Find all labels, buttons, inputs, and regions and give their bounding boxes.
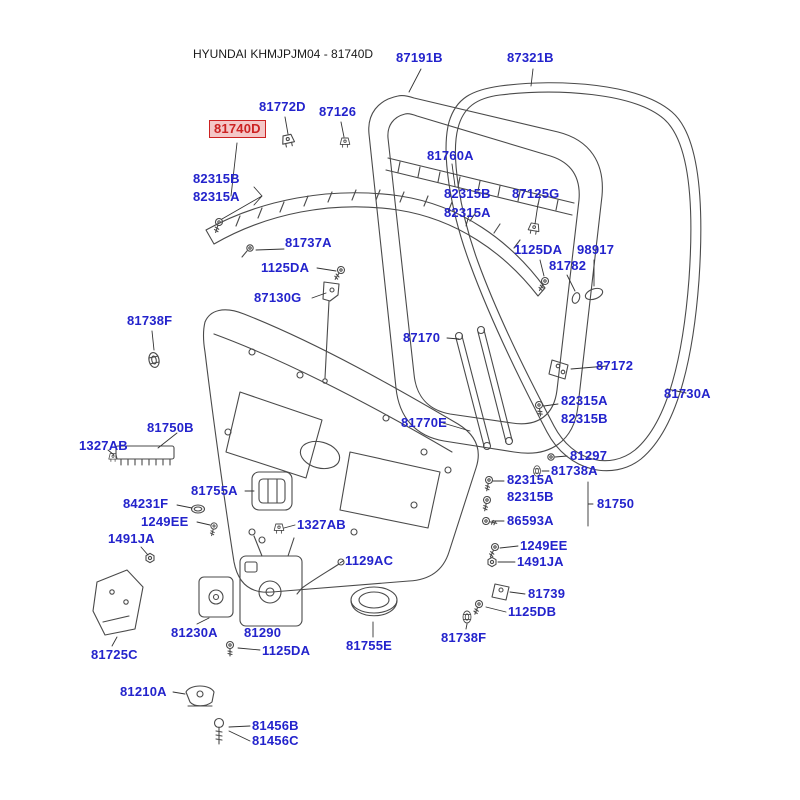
part-label-87172-19[interactable]: 87172 — [596, 358, 634, 373]
part-label-81456C-50[interactable]: 81456C — [252, 733, 299, 748]
part-label-81210A-48[interactable]: 81210A — [120, 684, 167, 699]
part-label-82315A-6[interactable]: 82315A — [193, 189, 240, 204]
part-label-82315B-5[interactable]: 82315B — [193, 171, 240, 186]
part-label-81290-43[interactable]: 81290 — [244, 625, 282, 640]
part-label-87130G-16[interactable]: 87130G — [254, 290, 302, 305]
part-label-82315A-21[interactable]: 82315A — [561, 393, 608, 408]
part-label-81297-26[interactable]: 81297 — [570, 448, 608, 463]
part-label-87126-3[interactable]: 87126 — [319, 104, 357, 119]
part-label-81738F-45[interactable]: 81738F — [441, 630, 487, 645]
part-label-81739-40[interactable]: 81739 — [528, 586, 566, 601]
part-label-81730A-20[interactable]: 81730A — [664, 386, 711, 401]
part-label-81230A-42[interactable]: 81230A — [171, 625, 218, 640]
part-label-81755A-31[interactable]: 81755A — [191, 483, 238, 498]
part-label-1125DB-41[interactable]: 1125DB — [508, 604, 557, 619]
part-label-1327AB-25[interactable]: 1327AB — [79, 438, 128, 453]
part-label-82315A-28[interactable]: 82315A — [507, 472, 554, 487]
part-label-1491JA-38[interactable]: 1491JA — [517, 554, 564, 569]
part-label-82315B-8[interactable]: 82315B — [444, 186, 491, 201]
part-label-1491JA-35[interactable]: 1491JA — [108, 531, 155, 546]
part-label-87170-18[interactable]: 87170 — [403, 330, 441, 345]
part-label-82315A-9[interactable]: 82315A — [444, 205, 491, 220]
part-label-1125DA-46[interactable]: 1125DA — [262, 643, 311, 658]
part-label-98917-14[interactable]: 98917 — [577, 242, 615, 257]
diagram-title: HYUNDAI KHMJPJM04 - 81740D — [193, 47, 374, 61]
part-label-1249EE-37[interactable]: 1249EE — [520, 538, 568, 553]
part-label-1129AC-39[interactable]: 1129AC — [345, 553, 394, 568]
part-label-81738F-17[interactable]: 81738F — [127, 313, 173, 328]
part-label-81740D-4[interactable]: 81740D — [209, 120, 266, 138]
part-label-81782-15[interactable]: 81782 — [549, 258, 587, 273]
part-label-87125G-10[interactable]: 87125G — [512, 186, 560, 201]
part-label-87191B-0[interactable]: 87191B — [396, 50, 443, 65]
part-label-1125DA-13[interactable]: 1125DA — [514, 242, 563, 257]
part-label-1327AB-36[interactable]: 1327AB — [297, 517, 346, 532]
part-label-81456B-49[interactable]: 81456B — [252, 718, 299, 733]
part-label-82315B-29[interactable]: 82315B — [507, 489, 554, 504]
part-label-81737A-11[interactable]: 81737A — [285, 235, 332, 250]
part-label-1125DA-12[interactable]: 1125DA — [261, 260, 310, 275]
part-label-81770E-23[interactable]: 81770E — [401, 415, 448, 430]
part-label-81738A-27[interactable]: 81738A — [551, 463, 598, 478]
part-label-81772D-2[interactable]: 81772D — [259, 99, 306, 114]
part-label-82315B-22[interactable]: 82315B — [561, 411, 608, 426]
part-label-87321B-1[interactable]: 87321B — [507, 50, 554, 65]
part-label-81755E-44[interactable]: 81755E — [346, 638, 393, 653]
part-label-81750B-24[interactable]: 81750B — [147, 420, 194, 435]
part-label-81750-30[interactable]: 81750 — [597, 496, 635, 511]
part-label-1249EE-34[interactable]: 1249EE — [141, 514, 189, 529]
part-label-84231F-32[interactable]: 84231F — [123, 496, 169, 511]
part-label-81760A-7[interactable]: 81760A — [427, 148, 474, 163]
part-label-81725C-47[interactable]: 81725C — [91, 647, 138, 662]
part-label-86593A-33[interactable]: 86593A — [507, 513, 554, 528]
